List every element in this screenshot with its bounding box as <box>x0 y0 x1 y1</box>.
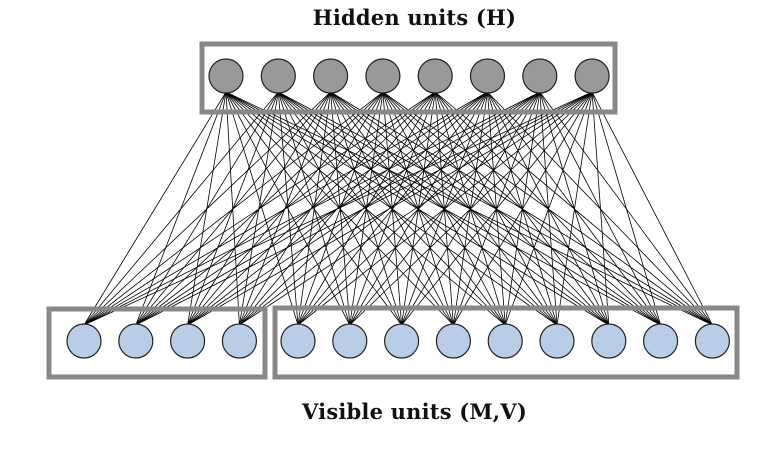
hidden-unit-node <box>574 58 610 94</box>
connection-edge <box>135 91 593 326</box>
group-boxes-layer <box>46 41 740 380</box>
connection-edge <box>277 91 299 326</box>
connection-edge <box>453 91 593 326</box>
hidden-unit-node <box>417 58 453 94</box>
visible-unit-node-m <box>66 323 102 359</box>
connection-edge <box>83 91 279 326</box>
connection-edge <box>297 91 541 326</box>
hidden-unit-node <box>313 58 349 94</box>
visible-unit-node-v <box>694 323 731 359</box>
visible-unit-node-v <box>435 323 471 359</box>
visible-unit-node-v <box>280 323 316 359</box>
connection-edge <box>83 91 384 326</box>
hidden-units-title: Hidden units (H) <box>312 5 517 30</box>
connection-edge <box>225 91 299 326</box>
visible-unit-node-v <box>384 323 420 359</box>
connection-edge <box>239 91 593 326</box>
connection-edge <box>83 91 331 326</box>
hidden-unit-node <box>208 58 244 94</box>
connection-edge <box>349 91 593 326</box>
hidden-unit-node <box>469 58 506 94</box>
hidden-unit-node <box>365 58 401 94</box>
connection-edge <box>297 91 331 326</box>
connection-edge <box>591 91 713 326</box>
connection-edge <box>187 91 593 326</box>
visible-unit-node-v <box>642 323 679 359</box>
visible-unit-node-v <box>332 323 368 359</box>
nodes-layer <box>66 58 731 359</box>
edges-layer <box>83 91 713 326</box>
visible-unit-node-m <box>170 323 206 359</box>
connection-edge <box>556 91 593 326</box>
connection-edge <box>83 91 227 326</box>
visible-units-title: Visible units (M,V) <box>302 399 527 424</box>
hidden-unit-node <box>522 58 558 94</box>
hidden-unit-node <box>260 58 296 94</box>
connection-edge <box>591 91 610 326</box>
visible-unit-node-v <box>591 323 627 359</box>
connection-edge <box>297 91 488 326</box>
connection-edge <box>83 91 488 326</box>
visible-group-box-v <box>272 305 740 380</box>
connection-edge <box>591 91 661 326</box>
connection-edge <box>83 91 593 326</box>
visible-unit-node-m <box>118 323 154 359</box>
visible-unit-node-v <box>539 323 575 359</box>
connection-edge <box>297 91 436 326</box>
connection-edge <box>401 91 593 326</box>
visible-group-box-m <box>46 306 268 380</box>
visible-unit-node-m <box>221 323 257 359</box>
connection-edge <box>297 91 384 326</box>
connection-edge <box>83 91 540 326</box>
connection-edge <box>504 91 593 326</box>
connection-edge <box>83 91 436 326</box>
hidden-group-box <box>199 41 618 115</box>
connection-edge <box>297 91 593 326</box>
visible-unit-node-v <box>487 323 523 359</box>
